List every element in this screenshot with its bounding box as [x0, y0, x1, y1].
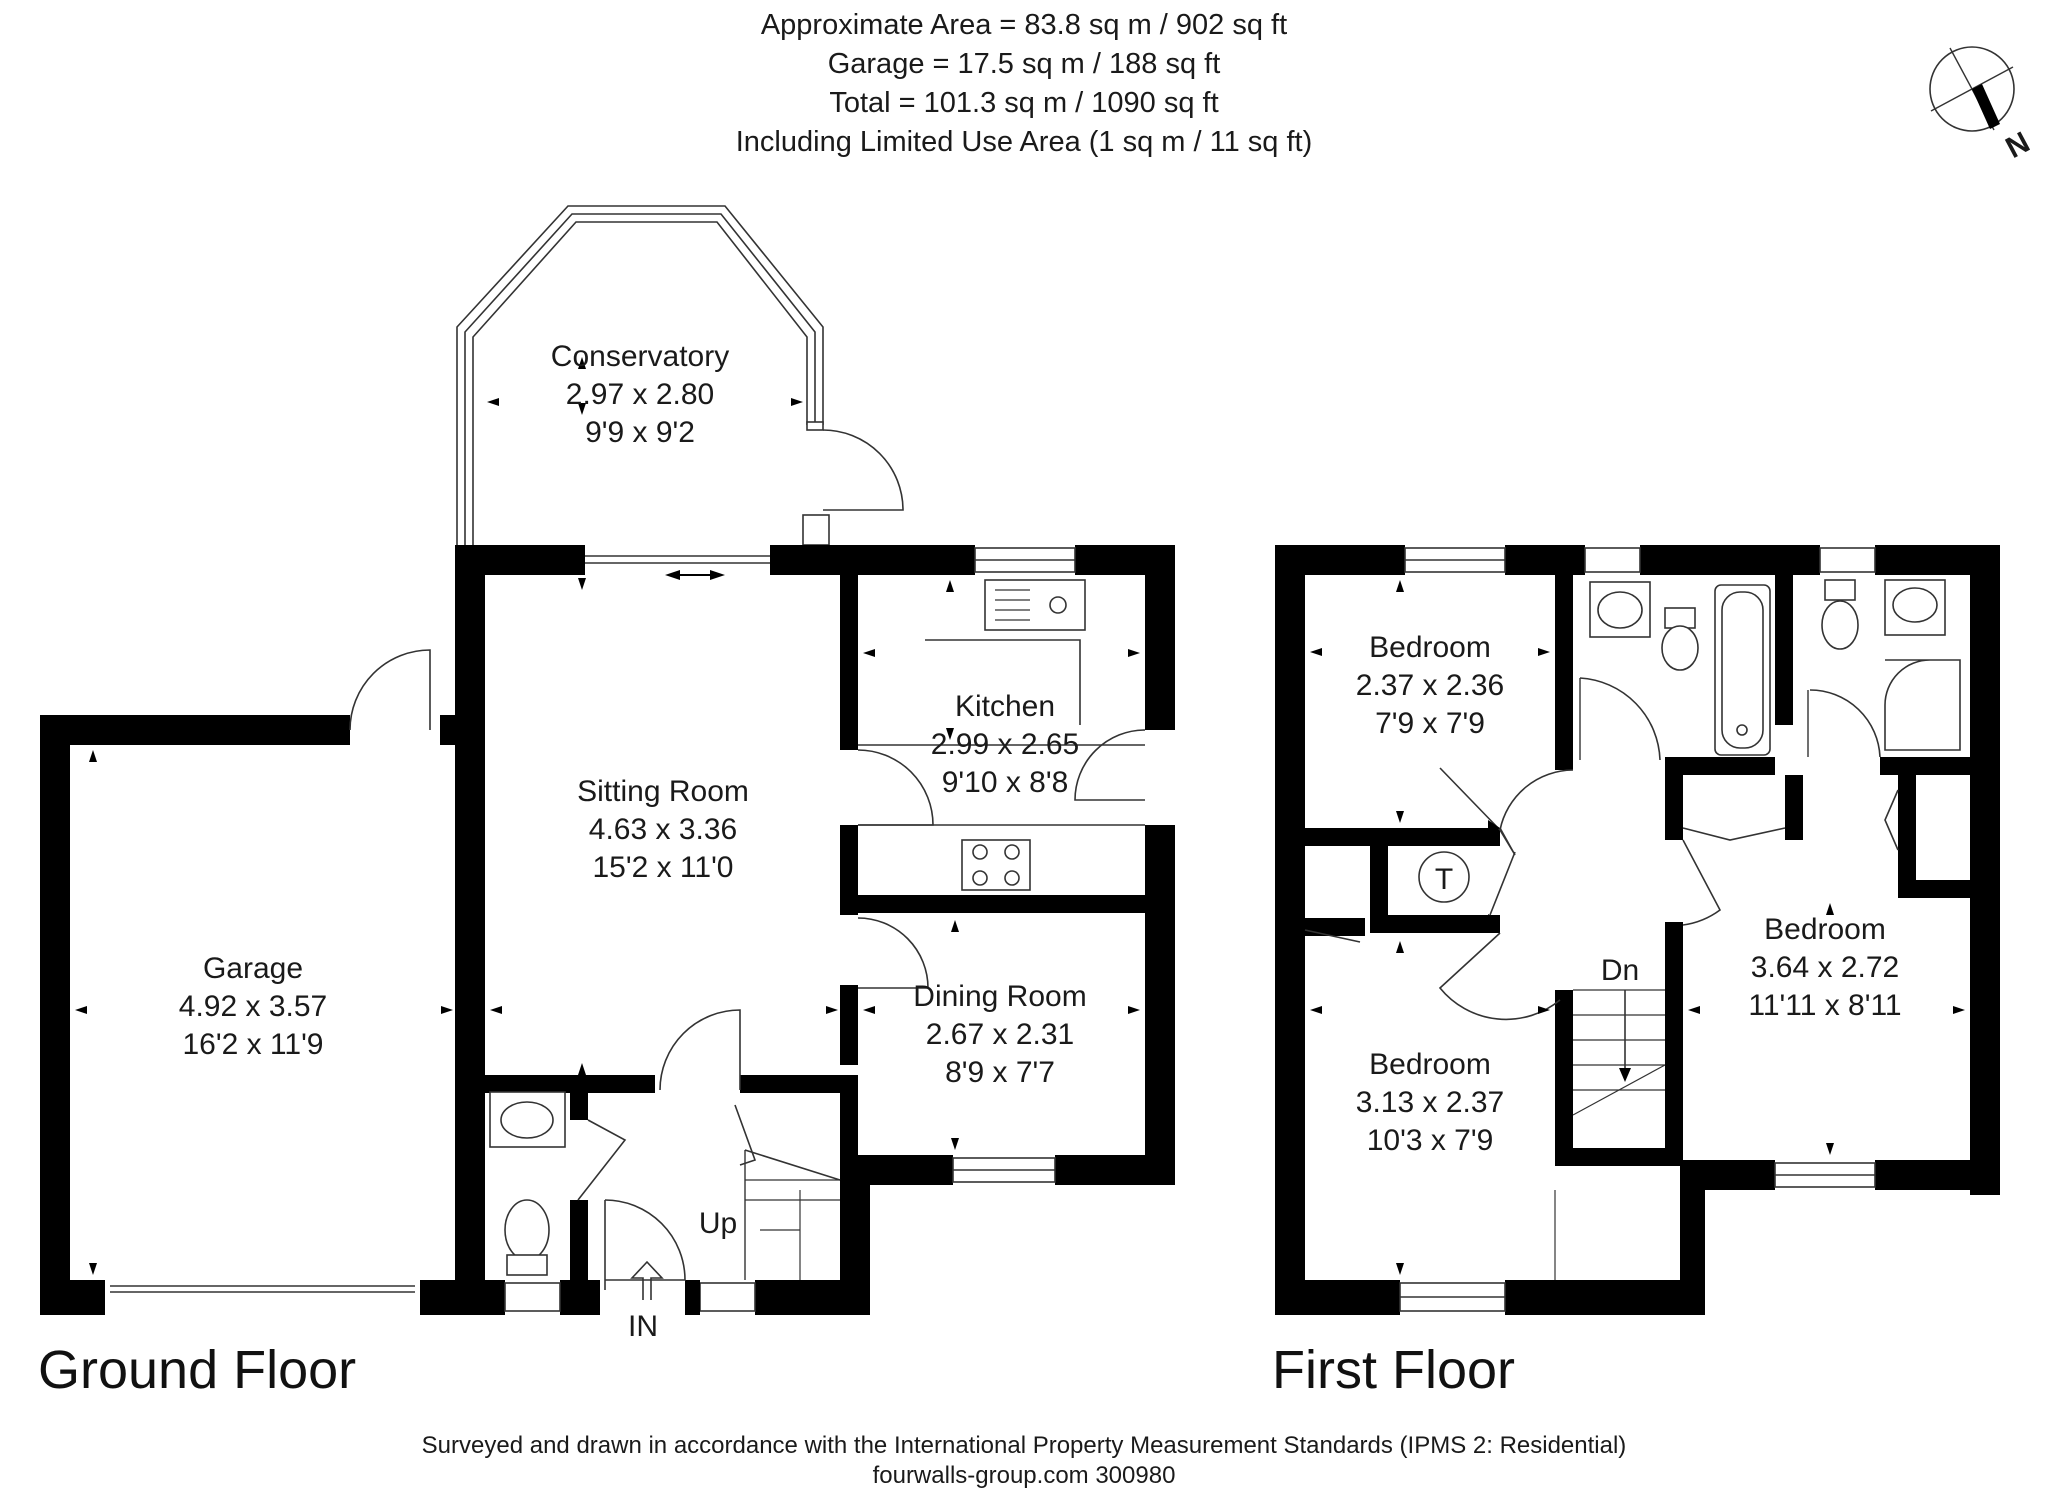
ground-floor-title: Ground Floor — [38, 1340, 357, 1400]
room-imperial-sitting-room: 15'2 x 11'0 — [592, 851, 733, 884]
first-floor-walls — [1275, 545, 2000, 1315]
airing-cupboard-label: T — [1435, 863, 1453, 896]
hall-door-swing — [659, 1009, 741, 1091]
room-name-kitchen: Kitchen — [955, 690, 1055, 723]
footer-standards-line: Surveyed and drawn in accordance with th… — [421, 1432, 1627, 1459]
first-dimension-ticks — [1310, 580, 1965, 1275]
first-floor-title: First Floor — [1272, 1340, 1515, 1400]
hob-icon — [961, 839, 1031, 891]
room-imperial-bedroom-2: 11'11 x 8'11 — [1748, 989, 1901, 1022]
area-approx-line: Approximate Area = 83.8 sq m / 902 sq ft — [760, 9, 1288, 41]
stairs-up-label: Up — [699, 1207, 737, 1240]
sink-icon — [984, 579, 1086, 631]
room-metric-kitchen: 2.99 x 2.65 — [931, 728, 1079, 761]
area-limited-use-line: Including Limited Use Area (1 sq m / 11 … — [735, 126, 1313, 158]
ground-floor-plan: Conservatory 2.97 x 2.80 9'9 x 9'2 Kitch… — [40, 205, 1175, 1343]
airing-cupboard-icon — [1418, 851, 1470, 903]
footer-reference-line: fourwalls-group.com 300980 — [872, 1462, 1176, 1489]
area-total-line: Total = 101.3 sq m / 1090 sq ft — [829, 87, 1219, 119]
room-imperial-kitchen: 9'10 x 8'8 — [942, 766, 1069, 799]
ground-dimension-ticks — [75, 357, 1140, 1275]
ensuite-toilet-icon — [1821, 600, 1859, 650]
room-name-bedroom-3: Bedroom — [1369, 1048, 1491, 1081]
first-floor-plan: T — [1275, 545, 2000, 1315]
bedroom1-door-swing — [1439, 767, 1501, 831]
bathroom-fixtures — [1589, 579, 1961, 756]
room-imperial-garage: 16'2 x 11'9 — [182, 1028, 323, 1061]
room-metric-conservatory: 2.97 x 2.80 — [566, 378, 714, 411]
ground-floor-stairs — [734, 1104, 841, 1280]
shower-icon — [1884, 659, 1961, 751]
room-imperial-bedroom-1: 7'9 x 7'9 — [1375, 707, 1485, 740]
conservatory-door-swing — [822, 429, 904, 511]
toilet-icon — [1661, 625, 1699, 671]
wc-fixtures — [489, 1091, 627, 1276]
toilet-icon — [504, 1199, 550, 1261]
room-imperial-conservatory: 9'9 x 9'2 — [585, 416, 695, 449]
room-metric-dining-room: 2.67 x 2.31 — [926, 1018, 1074, 1051]
patio-doors — [585, 555, 770, 580]
stairs-down-label: Dn — [1601, 954, 1639, 987]
entrance-label: IN — [628, 1310, 658, 1343]
room-metric-bedroom-2: 3.64 x 2.72 — [1751, 951, 1899, 984]
conservatory-walls — [456, 205, 830, 546]
first-floor-stairs — [1554, 989, 1666, 1280]
compass-needle-icon — [1972, 84, 2000, 129]
room-metric-bedroom-1: 2.37 x 2.36 — [1356, 669, 1504, 702]
room-metric-garage: 4.92 x 3.57 — [179, 990, 327, 1023]
room-metric-bedroom-3: 3.13 x 2.37 — [1356, 1086, 1504, 1119]
room-name-bedroom-1: Bedroom — [1369, 631, 1491, 664]
kitchen-fixtures — [858, 579, 1145, 891]
room-name-bedroom-2: Bedroom — [1764, 913, 1886, 946]
room-imperial-dining-room: 8'9 x 7'7 — [945, 1056, 1055, 1089]
dining-door-swing — [857, 917, 929, 989]
room-name-conservatory: Conservatory — [551, 340, 729, 373]
kitchen-door-swing — [857, 749, 934, 826]
room-metric-sitting-room: 4.63 x 3.36 — [589, 813, 737, 846]
kitchen-back-door-swing — [1074, 729, 1146, 801]
front-door-swing — [604, 1199, 686, 1281]
compass-north-label: N — [2000, 126, 2035, 165]
ground-floor-walls — [40, 545, 1175, 1315]
room-name-sitting-room: Sitting Room — [577, 775, 749, 808]
room-imperial-bedroom-3: 10'3 x 7'9 — [1367, 1124, 1494, 1157]
room-name-garage: Garage — [203, 952, 303, 985]
room-name-dining-room: Dining Room — [913, 980, 1086, 1013]
entrance-arrow-icon — [630, 1260, 664, 1300]
compass: N — [1929, 46, 2035, 165]
area-garage-line: Garage = 17.5 sq m / 188 sq ft — [827, 48, 1221, 80]
